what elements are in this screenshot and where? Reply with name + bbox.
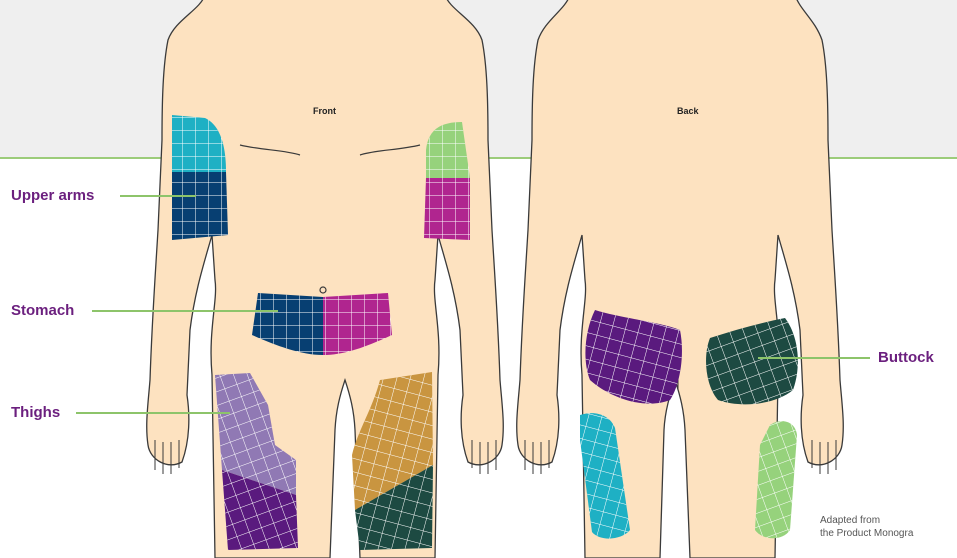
stomach-label: Stomach: [11, 302, 74, 319]
upper-arms-label: Upper arms: [11, 187, 94, 204]
front-body: [147, 0, 504, 558]
upper-arm-left-lower-grid: [172, 172, 228, 240]
upper-arm-right-site: [424, 122, 470, 240]
front-view-label: Front: [313, 106, 336, 116]
back-body-outline: [517, 0, 844, 558]
thighs-label: Thighs: [11, 404, 60, 421]
back-body: [517, 0, 844, 558]
buttock-label: Buttock: [878, 349, 934, 366]
caption-line-2: the Product Monogra: [820, 527, 913, 540]
caption-line-1: Adapted from: [820, 514, 913, 527]
source-caption: Adapted from the Product Monogra: [820, 514, 913, 540]
upper-arm-right-lower-grid: [424, 178, 470, 240]
back-view-label: Back: [677, 106, 699, 116]
front-body-outline: [147, 0, 504, 558]
